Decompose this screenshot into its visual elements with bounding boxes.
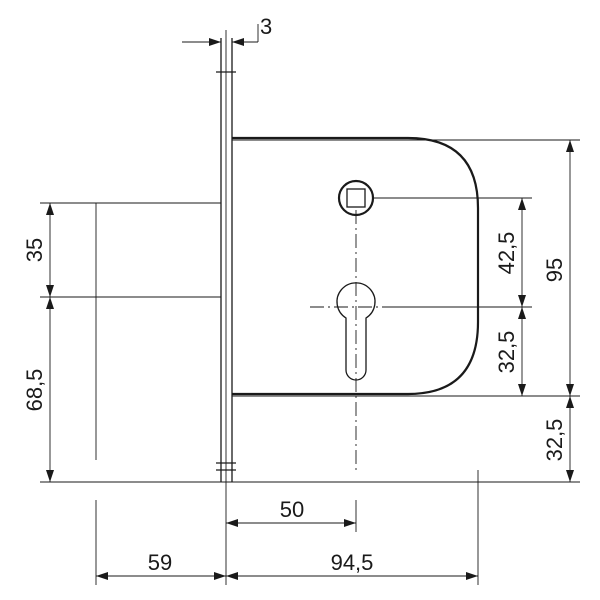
- dim-label-32-5-lower: 32,5: [542, 419, 567, 462]
- dim-label-50: 50: [280, 497, 304, 522]
- dim-lower-left: 68,5: [22, 297, 54, 482]
- dim-label-95: 95: [542, 258, 567, 282]
- dim-label-68-5: 68,5: [22, 369, 47, 412]
- extension-lines: [95, 470, 479, 585]
- cylinder-hole: [336, 282, 532, 381]
- spindle: [337, 179, 532, 217]
- face-plate: [216, 30, 236, 490]
- dim-key-upper: 42,5: [494, 198, 526, 307]
- dim-height-95: 95: [542, 140, 574, 396]
- dim-plate-thickness: 3: [182, 14, 272, 46]
- lock-body: [232, 136, 580, 397]
- dim-label-35: 35: [22, 238, 47, 262]
- dim-bottom-offset: 32,5: [542, 396, 574, 482]
- dim-label-94-5: 94,5: [331, 550, 374, 575]
- centerlines: [310, 210, 392, 470]
- dim-label-42-5: 42,5: [494, 232, 519, 275]
- dim-backset: 50: [226, 497, 356, 527]
- left-reference-lines: [40, 202, 580, 483]
- dim-left-depth: 59: [96, 550, 226, 580]
- dim-body-width: 94,5: [226, 550, 478, 580]
- dim-label-3: 3: [260, 14, 272, 39]
- dim-key-lower: 32,5: [494, 307, 526, 396]
- dim-label-59: 59: [148, 550, 172, 575]
- dim-upper-left: 35: [22, 203, 54, 297]
- dim-label-32-5-upper: 32,5: [494, 331, 519, 374]
